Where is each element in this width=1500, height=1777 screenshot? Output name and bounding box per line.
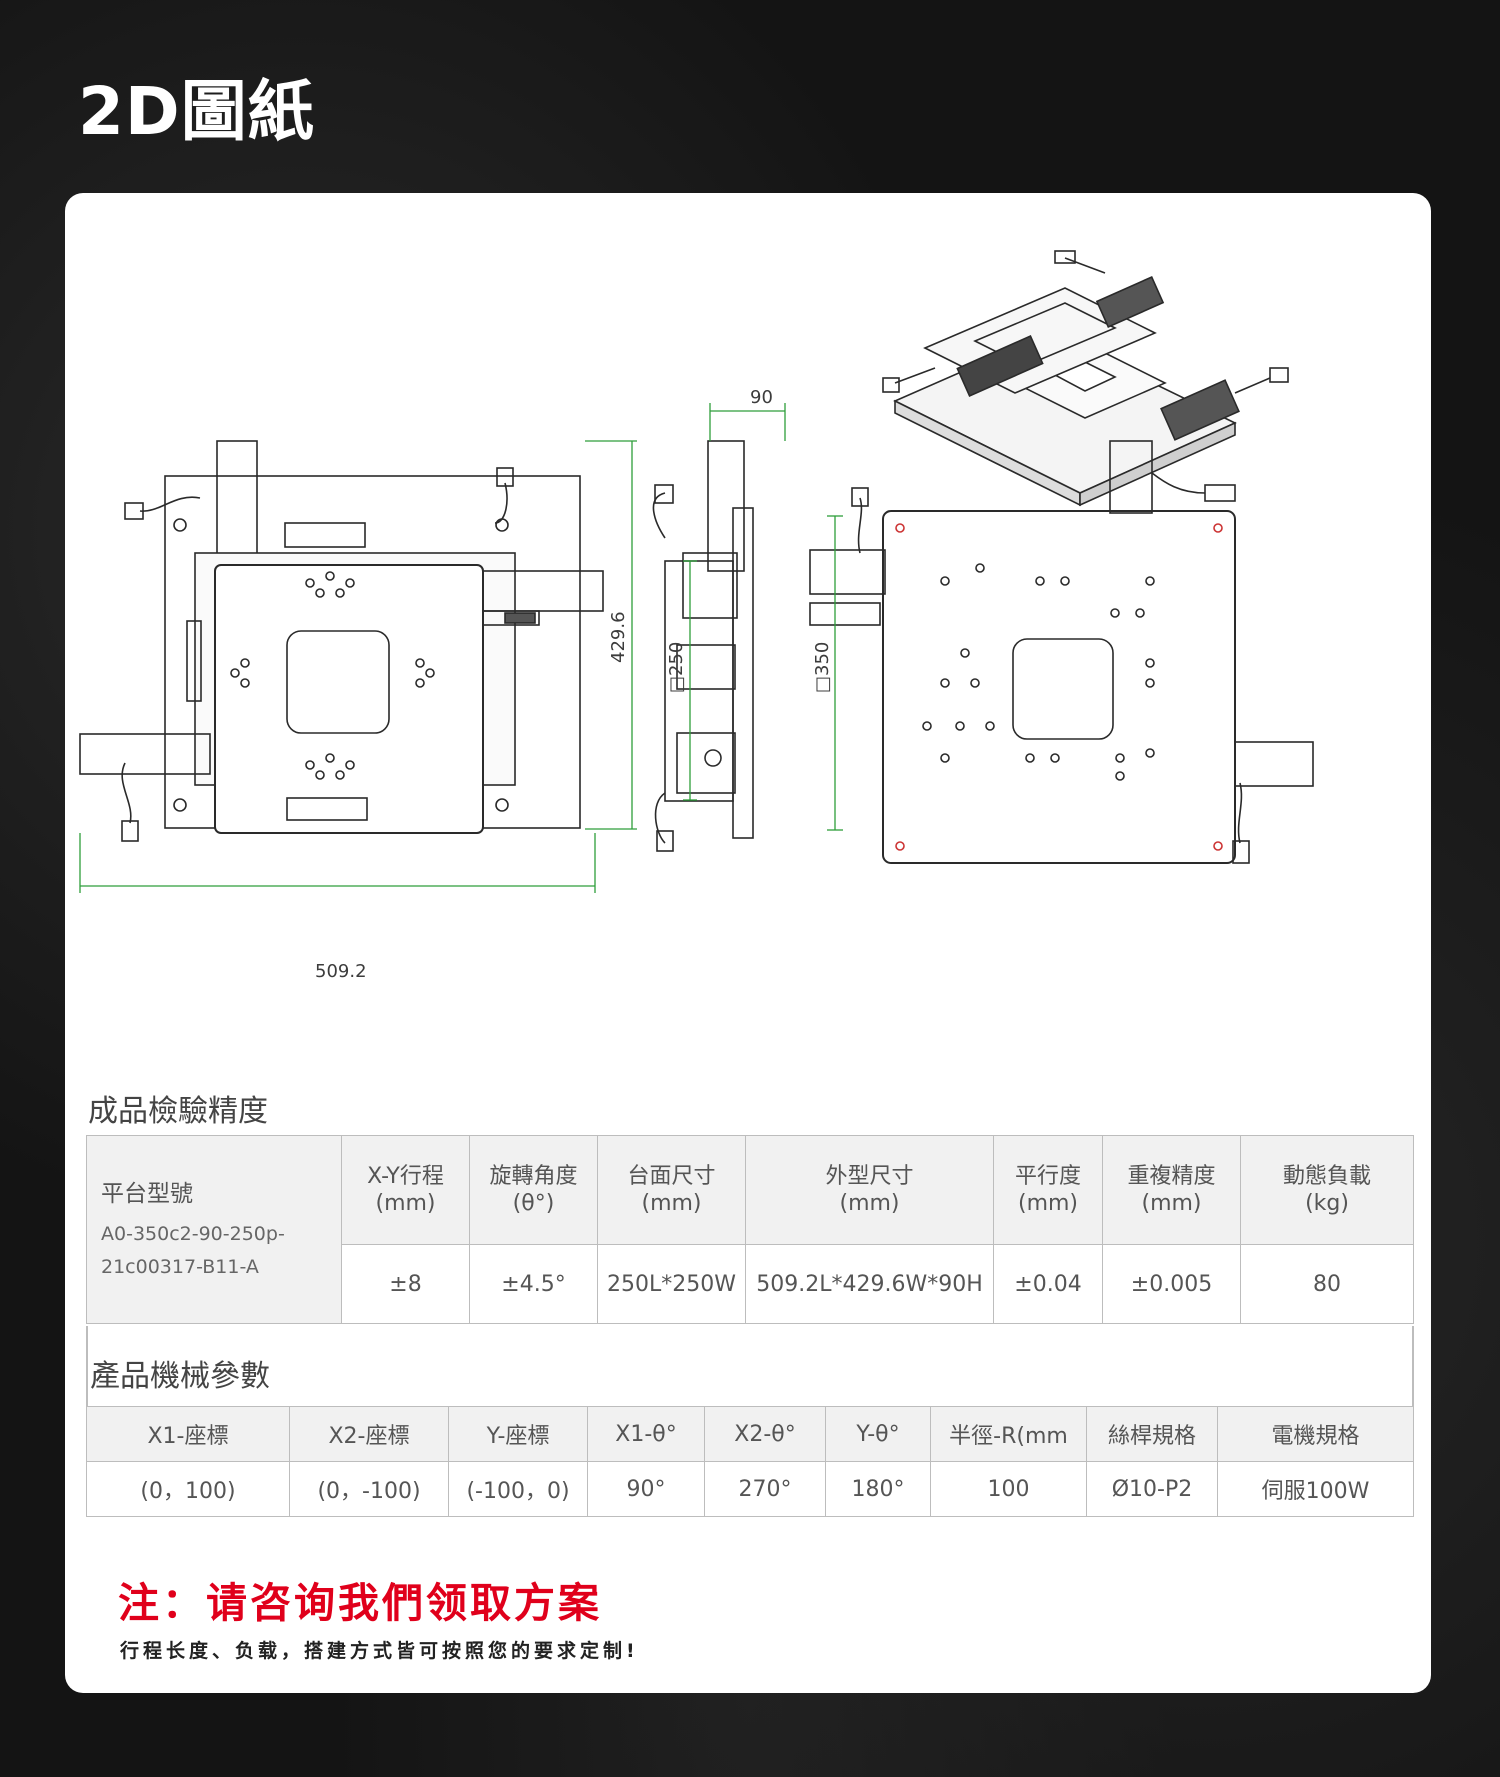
section2-heading: 產品機械參數 (90, 1359, 270, 1394)
value-x1-coord: (0，100) (86, 1461, 290, 1517)
model-value-2: 21c00317-B11-A (101, 1256, 259, 1278)
dim-250: □250 (666, 642, 687, 693)
value-y-coord: (-100，0) (448, 1461, 588, 1517)
value-table-size: 250L*250W (597, 1244, 746, 1324)
header-y-coord: Y-座標 (448, 1406, 588, 1462)
header-table-size: 台面尺寸(mm) (597, 1135, 746, 1245)
header-dynamic-load: 動態負載(kg) (1240, 1135, 1414, 1245)
note-title: 注：请咨询我們领取方案 (118, 1579, 602, 1627)
header-x1-coord: X1-座標 (86, 1406, 290, 1462)
value-screw-spec: Ø10-P2 (1086, 1461, 1218, 1517)
value-x1-theta: 90° (587, 1461, 705, 1517)
page-title: 2D圖紙 (78, 73, 315, 150)
value-x2-coord: (0，-100) (289, 1461, 449, 1517)
value-motor-spec: 伺服100W (1217, 1461, 1414, 1517)
value-radius: 100 (930, 1461, 1087, 1517)
header-x2-coord: X2-座標 (289, 1406, 449, 1462)
header-rotation: 旋轉角度(θ°) (469, 1135, 598, 1245)
dim-509: 509.2 (315, 961, 367, 982)
value-rotation: ±4.5° (469, 1244, 598, 1324)
inspection-table: 平台型號 A0-350c2-90-250p- 21c00317-B11-A X-… (86, 1135, 1414, 1324)
value-x2-theta: 270° (704, 1461, 826, 1517)
dim-429: 429.6 (608, 611, 629, 663)
header-parallelism: 平行度(mm) (993, 1135, 1103, 1245)
header-repeatability: 重複精度(mm) (1102, 1135, 1241, 1245)
dim-350: □350 (812, 642, 833, 693)
value-outer-size: 509.2L*429.6W*90H (745, 1244, 994, 1324)
model-label: 平台型號 (101, 1181, 193, 1207)
value-xy-stroke: ±8 (341, 1244, 470, 1324)
header-x1-theta: X1-θ° (587, 1406, 705, 1462)
note-body: 行程长度、负载，搭建方式皆可按照您的要求定制! (120, 1640, 639, 1662)
front-view (79, 440, 604, 842)
header-outer-size: 外型尺寸(mm) (745, 1135, 994, 1245)
value-dynamic-load: 80 (1240, 1244, 1414, 1324)
value-parallelism: ±0.04 (993, 1244, 1103, 1324)
content-card: 509.2 90 429.6 □250 □350 成品檢驗精度 平台型號 A0-… (65, 193, 1431, 1693)
dim-90: 90 (750, 387, 773, 408)
model-value-1: A0-350c2-90-250p- (101, 1223, 285, 1245)
isometric-view (882, 250, 1289, 507)
mechanical-table: X1-座標 X2-座標 Y-座標 X1-θ° X2-θ° Y-θ° 半徑-R(m… (86, 1406, 1414, 1517)
header-xy-stroke: X-Y行程(mm) (341, 1135, 470, 1245)
side-view (652, 440, 754, 852)
header-radius: 半徑-R(mm (930, 1406, 1087, 1462)
top-view (809, 440, 1314, 864)
header-y-theta: Y-θ° (825, 1406, 931, 1462)
table-separator (86, 1326, 1414, 1406)
header-screw-spec: 絲桿規格 (1086, 1406, 1218, 1462)
model-cell: 平台型號 A0-350c2-90-250p- 21c00317-B11-A (86, 1135, 342, 1324)
technical-drawing: 509.2 90 429.6 □250 □350 (79, 250, 1314, 982)
header-motor-spec: 電機規格 (1217, 1406, 1414, 1462)
section1-heading: 成品檢驗精度 (88, 1094, 268, 1129)
header-x2-theta: X2-θ° (704, 1406, 826, 1462)
value-repeatability: ±0.005 (1102, 1244, 1241, 1324)
value-y-theta: 180° (825, 1461, 931, 1517)
